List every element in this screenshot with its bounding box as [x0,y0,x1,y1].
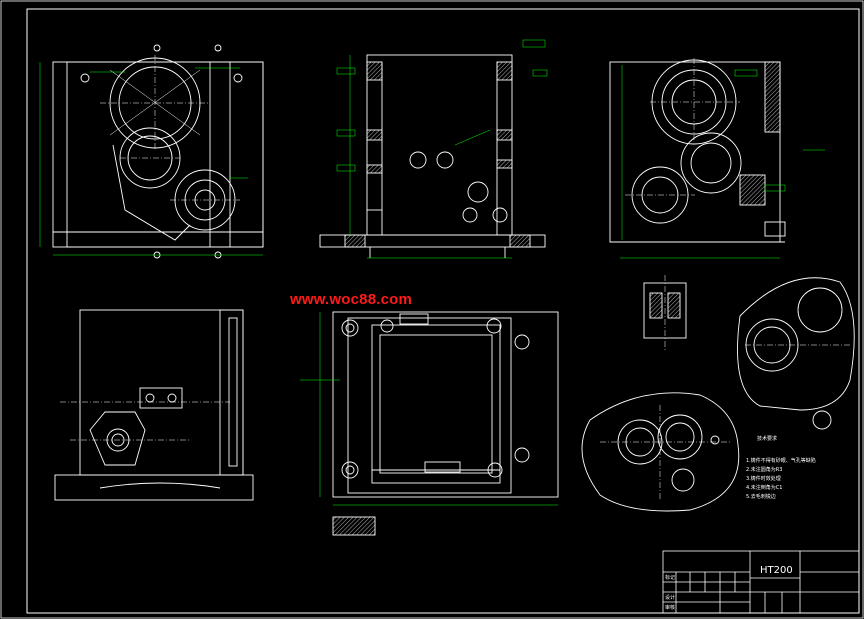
top-middle-dimensions [336,39,548,259]
notes-heading: 技术要求 [757,435,777,442]
watermark: www.woc88.com [290,291,413,308]
title-block-row-label: 审核 [665,604,675,611]
bottom-right-cam-profile-view [581,392,740,512]
top-right-section-view [609,58,786,243]
sheet-inner-frame [26,8,860,614]
title-block-row-label: 设计 [665,594,675,601]
technical-notes: 技术要求 1.铸件不得有砂眼、气孔等缺陷 2.未注圆角为R3 3.铸件时效处理 … [746,435,816,500]
note-line: 2.未注圆角为R3 [746,466,782,473]
note-line: 1.铸件不得有砂眼、气孔等缺陷 [746,457,816,464]
material-label: HT200 [760,565,793,576]
bottom-left-side-view [54,309,254,501]
top-left-front-view [52,44,264,259]
title-block-row-label: 标记 [665,574,675,581]
top-left-dimensions [39,62,263,256]
top-right-dimensions [620,65,825,259]
bottom-middle-dimensions [300,312,558,506]
note-line: 3.铸件时效处理 [746,475,781,482]
title-block [662,550,860,614]
bottom-middle-plan-view [332,311,559,536]
right-cam-profile-view [737,277,855,430]
note-line: 5.去毛刺锐边 [746,493,776,500]
top-middle-section-view [319,54,546,258]
small-detail-view [643,275,687,350]
note-line: 4.未注倒角为C1 [746,484,782,491]
